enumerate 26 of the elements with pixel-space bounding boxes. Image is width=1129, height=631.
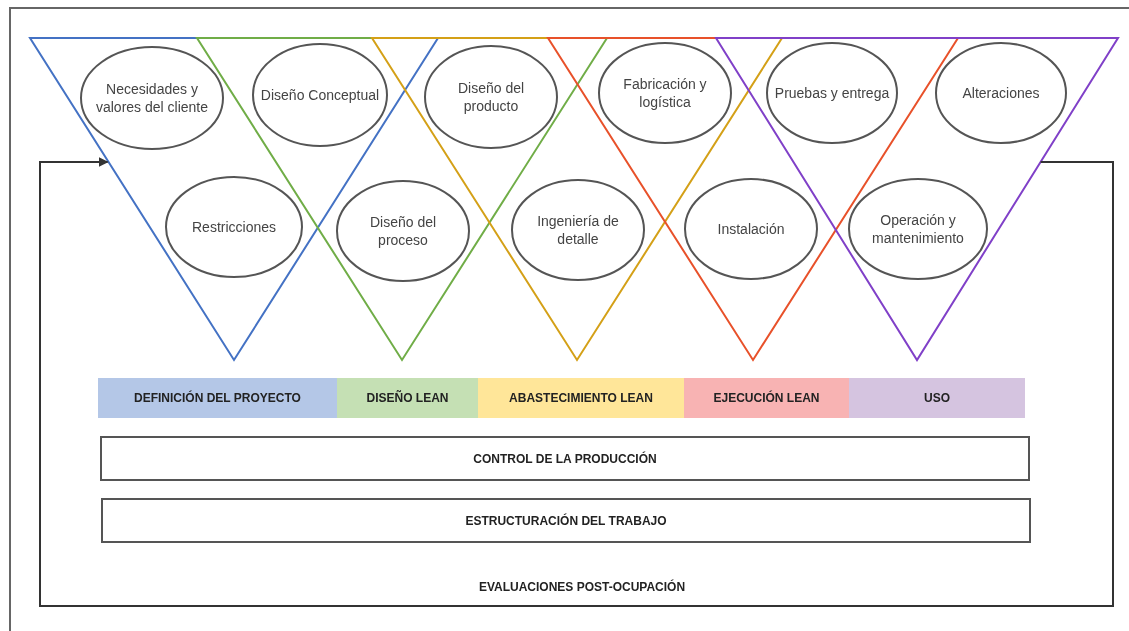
node-label: Operación y mantenimiento [871, 210, 965, 248]
node-label: Ingeniería de detalle [536, 211, 620, 249]
process-box [100, 436, 1030, 481]
node-label: Pruebas y entrega [773, 83, 891, 103]
feedback-arrow [39, 157, 1114, 607]
node-label: Diseño del proceso [368, 212, 438, 250]
node-label: DISEÑO LEAN [366, 391, 449, 405]
node-label: Restricciones [191, 217, 277, 237]
phase-bar [478, 378, 684, 418]
node-label: Diseño del producto [456, 78, 526, 116]
node-label: USO [924, 391, 950, 405]
node-label: DEFINICIÓN DEL PROYECTO [134, 391, 301, 405]
node-label: Diseño Conceptual [259, 85, 381, 105]
node-label: Fabricación y logística [622, 74, 708, 112]
node-label: Instalación [716, 219, 786, 239]
phase-bar [849, 378, 1025, 418]
node-label: Alteraciones [961, 83, 1041, 103]
phase-bar [337, 378, 478, 418]
node-label: Necesidades y valores del cliente [94, 79, 210, 117]
node-label: ABASTECIMIENTO LEAN [509, 391, 653, 405]
node-label: EJECUCIÓN LEAN [713, 391, 820, 405]
phase-bar [98, 378, 337, 418]
process-box [101, 498, 1031, 543]
node-label: CONTROL DE LA PRODUCCIÓN [473, 451, 657, 466]
phase-bar [684, 378, 849, 418]
node-label: ESTRUCTURACIÓN DEL TRABAJO [465, 513, 667, 528]
